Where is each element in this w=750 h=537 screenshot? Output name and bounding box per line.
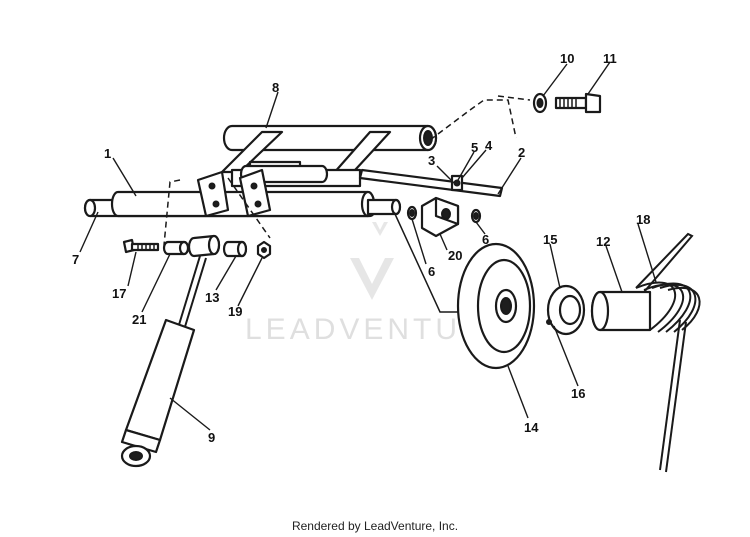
callout-11: 11 bbox=[603, 51, 617, 66]
callout-6-left: 6 bbox=[428, 264, 435, 279]
callout-7: 7 bbox=[72, 252, 79, 267]
bolt-and-nut bbox=[532, 92, 602, 114]
callout-5: 5 bbox=[471, 140, 478, 155]
callout-4: 4 bbox=[485, 138, 493, 153]
callout-19: 19 bbox=[228, 304, 242, 319]
bushing bbox=[546, 284, 586, 336]
callout-9: 9 bbox=[208, 430, 215, 445]
idler-pulley bbox=[456, 242, 536, 370]
watermark-v-logo-icon bbox=[350, 258, 394, 300]
idler-arm bbox=[450, 174, 464, 192]
callout-20: 20 bbox=[448, 248, 462, 263]
callout-labels: 1 2 3 4 5 6 6 7 8 9 10 11 12 13 14 15 16… bbox=[72, 51, 650, 445]
footer-credit: Rendered by LeadVenture, Inc. bbox=[291, 519, 459, 533]
callout-leaders bbox=[79, 61, 657, 431]
callout-1: 1 bbox=[104, 146, 111, 161]
callout-3: 3 bbox=[428, 153, 435, 168]
callout-18: 18 bbox=[636, 212, 650, 227]
callout-21: 21 bbox=[132, 312, 146, 327]
callout-17: 17 bbox=[112, 286, 126, 301]
callout-12: 12 bbox=[596, 234, 610, 249]
callout-15: 15 bbox=[543, 232, 557, 247]
callout-14: 14 bbox=[524, 420, 539, 435]
main-shaft bbox=[83, 168, 504, 218]
shaft-hardware bbox=[406, 196, 482, 238]
callout-13: 13 bbox=[205, 290, 219, 305]
watermark-flame-icon bbox=[372, 222, 388, 236]
callout-6-right: 6 bbox=[482, 232, 489, 247]
shock-mount-hardware bbox=[122, 234, 272, 260]
callout-10: 10 bbox=[560, 51, 574, 66]
callout-8: 8 bbox=[272, 80, 279, 95]
shock-absorber bbox=[120, 255, 207, 468]
spring-assembly bbox=[590, 232, 701, 473]
callout-2: 2 bbox=[518, 145, 525, 160]
callout-16: 16 bbox=[571, 386, 585, 401]
